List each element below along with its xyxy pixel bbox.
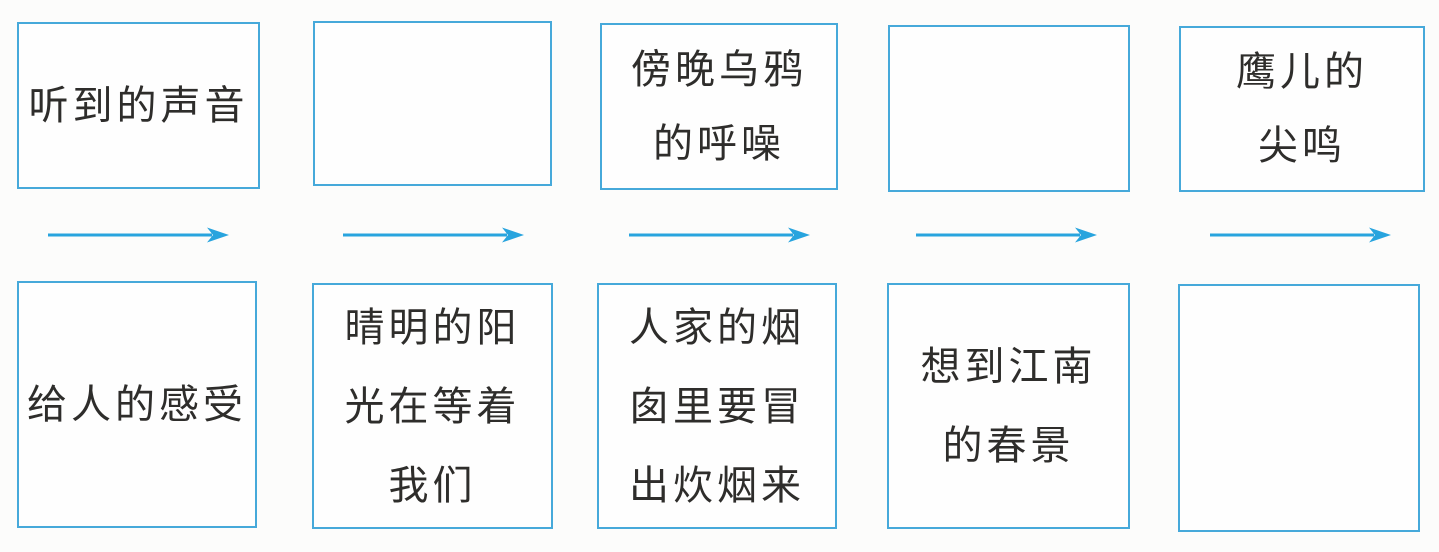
box-text-line: 鹰儿的 xyxy=(1236,49,1368,94)
box-text-line: 给人的感受 xyxy=(27,382,247,427)
box-text-line: 光在等着 xyxy=(344,383,521,429)
box-heard-sounds: 听到的声音 xyxy=(17,22,260,189)
box-text-line: 想到江南 xyxy=(920,344,1097,389)
right-arrow-icon xyxy=(915,226,1097,244)
right-arrow-icon xyxy=(47,226,229,244)
box-empty-bottom-5 xyxy=(1178,284,1420,532)
box-empty-top-2 xyxy=(313,21,552,186)
box-jiangnan-spring: 想到江南 的春景 xyxy=(887,283,1130,529)
box-eagle-cry: 鹰儿的 尖鸣 xyxy=(1179,26,1425,192)
box-text-line: 的春景 xyxy=(942,423,1075,468)
box-sunshine-waiting: 晴明的阳 光在等着 我们 xyxy=(312,283,553,529)
box-text-line: 晴明的阳 xyxy=(344,304,521,350)
box-feelings: 给人的感受 xyxy=(17,281,257,528)
right-arrow-icon xyxy=(342,226,524,244)
box-text-line: 的呼噪 xyxy=(653,120,785,166)
right-arrow-icon xyxy=(1209,226,1391,244)
right-arrow-icon xyxy=(628,226,810,244)
box-text-line: 出炊烟来 xyxy=(629,462,805,508)
box-text-line: 我们 xyxy=(388,462,477,508)
box-text-line: 人家的烟 xyxy=(629,304,805,350)
box-crow-caw: 傍晚乌鸦 的呼噪 xyxy=(600,23,838,190)
box-text-line: 囱里要冒 xyxy=(629,383,805,429)
box-text-line: 尖鸣 xyxy=(1258,123,1346,168)
box-text-line: 听到的声音 xyxy=(28,82,249,128)
box-text-line: 傍晚乌鸦 xyxy=(631,46,807,92)
box-chimney-smoke: 人家的烟 囱里要冒 出炊烟来 xyxy=(597,283,837,529)
box-empty-top-4 xyxy=(888,25,1130,192)
